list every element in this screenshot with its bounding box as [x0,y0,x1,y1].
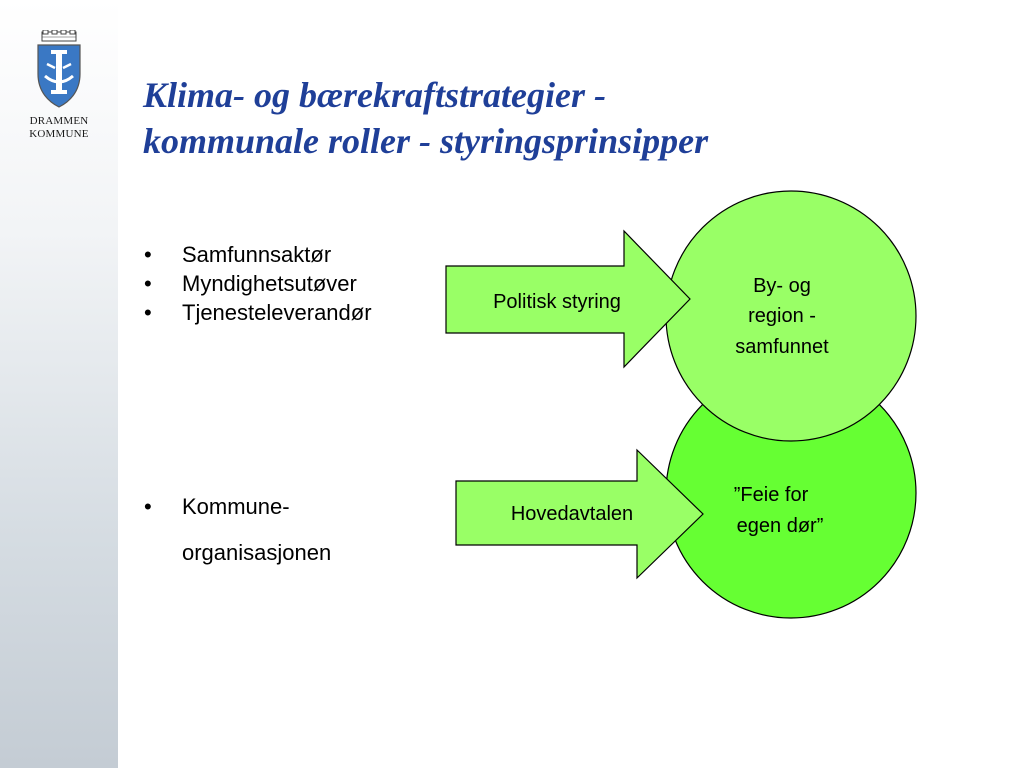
circle-top-line-3: samfunnet [735,336,829,358]
title-line-2: kommunale roller - styringsprinsipper [143,121,709,161]
organisation-list: Kommune-organisasjonen [142,484,462,576]
arrow-hovedavtalen-label: Hovedavtalen [511,503,633,525]
circle-bottom-line-2: egen dør” [737,515,824,537]
circle-bottom-line-1: ”Feie for [734,484,809,506]
organisation-line-2: organisasjonen [182,540,332,565]
role-item: Myndighetsutøver [142,269,462,298]
coat-of-arms-icon [37,30,81,108]
role-item: Tjenesteleverandør [142,298,462,327]
arrow-politisk-styring [445,229,691,369]
logo-text-line2: KOMMUNE [29,128,89,140]
slide-title: Klima- og bærekraftstrategier - kommunal… [143,72,1003,164]
sidebar: DRAMMEN KOMMUNE [0,0,118,768]
roles-list: Samfunnsaktør Myndighetsutøver Tjenestel… [142,240,462,327]
arrow-politisk-styring-label: Politisk styring [493,291,621,313]
arrow-hovedavtalen [455,448,704,580]
organisation-item: Kommune-organisasjonen [142,484,462,576]
circle-top-line-2: region - [748,305,816,327]
organisation-line-1: Kommune- [182,494,290,519]
logo-text-line1: DRAMMEN [29,115,89,127]
role-item: Samfunnsaktør [142,240,462,269]
circle-top-line-1: By- og [753,275,811,297]
title-line-1: Klima- og bærekraftstrategier - [143,75,606,115]
drammen-kommune-logo: DRAMMEN KOMMUNE [0,30,118,145]
